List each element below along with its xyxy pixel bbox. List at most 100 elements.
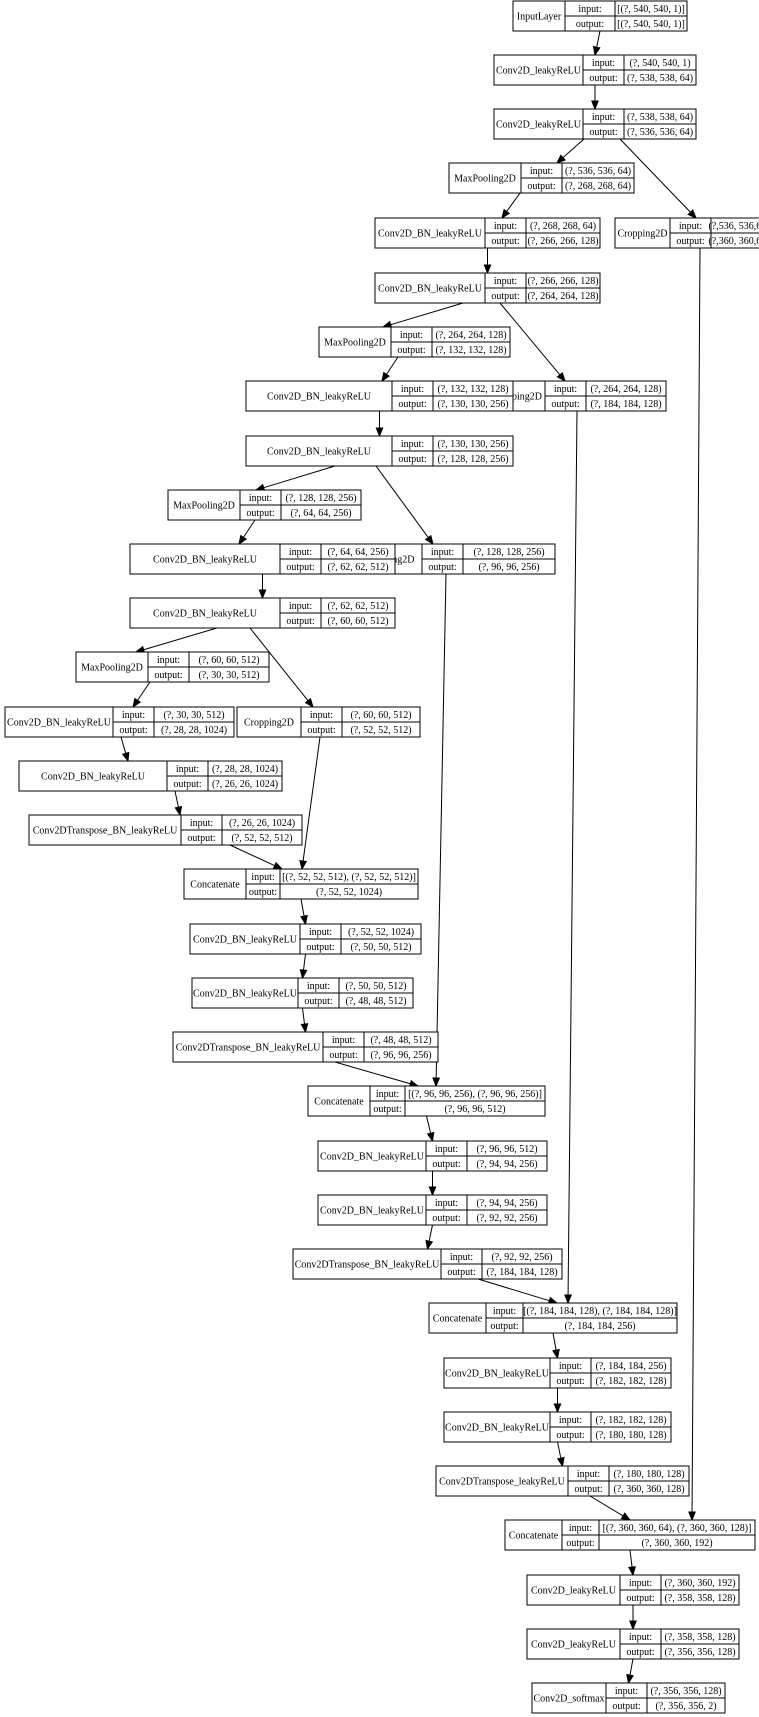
output-shape: (?, 96, 96, 512) — [444, 1104, 505, 1115]
layer-name: Conv2D_softmax — [533, 1694, 604, 1705]
layer-name: Conv2D_BN_leakyReLU — [153, 609, 258, 620]
layer-name: Conv2D_BN_leakyReLU — [153, 555, 258, 566]
edge-n16-n20 — [299, 736, 321, 871]
edge-n15-n17 — [132, 681, 151, 709]
layer-name: Conv2D_leakyReLU — [531, 1586, 617, 1597]
edge-line — [435, 573, 447, 1079]
edge-arrowhead — [174, 805, 183, 817]
input-port-label: input: — [310, 710, 333, 721]
input-shape: (?, 50, 50, 512) — [345, 981, 406, 992]
output-port-label: output: — [556, 1430, 584, 1441]
edge-line — [629, 1549, 633, 1568]
output-port-label: output: — [307, 725, 335, 736]
output-shape: (?, 184, 184, 128) — [590, 399, 661, 410]
output-port-label: output: — [527, 181, 555, 192]
edge-arrowhead — [501, 208, 511, 220]
output-port-label: output: — [551, 399, 579, 410]
output-shape: (?, 264, 264, 128) — [527, 291, 598, 302]
input-shape: (?, 48, 48, 512) — [370, 1035, 431, 1046]
output-shape: (?, 52, 52, 512) — [231, 833, 292, 844]
input-shape: (?, 184, 184, 256) — [595, 1361, 666, 1372]
input-shape: (?, 264, 264, 128) — [590, 384, 661, 395]
edge-n22-n23 — [300, 1007, 309, 1034]
input-shape: (?, 128, 128, 256) — [473, 547, 544, 558]
input-shape: (?, 540, 540, 1) — [629, 58, 690, 69]
input-port-label: input: — [494, 221, 517, 232]
edge-line — [596, 30, 601, 48]
layer-name: Conv2D_BN_leakyReLU — [41, 772, 146, 783]
edge-n14-n16 — [249, 627, 314, 709]
input-port-label: input: — [401, 439, 424, 450]
edge-arrowhead — [424, 534, 434, 546]
edge-line — [506, 192, 521, 212]
output-shape: (?, 182, 182, 128) — [595, 1376, 666, 1387]
output-port-label: output: — [304, 996, 332, 1007]
edge-arrowhead — [428, 1186, 437, 1197]
output-port-label: output: — [612, 1701, 640, 1712]
output-port-label: output: — [154, 670, 182, 681]
edge-line — [300, 898, 305, 917]
edge-arrowhead — [591, 100, 599, 111]
layer-name: Concatenate — [314, 1097, 364, 1108]
output-port-label: output: — [566, 1538, 594, 1549]
output-shape: (?, 360, 360, 128) — [613, 1484, 684, 1495]
input-shape: (?, 182, 182, 128) — [595, 1415, 666, 1426]
input-port-label: input: — [615, 1686, 638, 1697]
edge-line — [302, 736, 321, 862]
edge-line — [174, 790, 179, 808]
output-shape: (?,360, 360,64) — [708, 236, 759, 247]
output-shape: (?, 130, 130, 256) — [437, 399, 508, 410]
edge-line — [120, 736, 127, 754]
input-shape: (?, 62, 62, 512) — [327, 601, 388, 612]
edge-line — [302, 953, 306, 971]
input-shape: (?, 356, 356, 128) — [650, 1686, 721, 1697]
input-shape: (?,536, 536,64) — [708, 221, 759, 232]
output-shape: (?, 30, 30, 512) — [198, 670, 259, 681]
input-port-label: input: — [450, 1252, 473, 1263]
layer-name: Concatenate — [509, 1531, 559, 1542]
edge-line — [691, 247, 701, 1513]
edge-n30-n31 — [556, 1441, 565, 1468]
output-shape: (?, 26, 26, 1024) — [212, 779, 278, 790]
input-port-label: input: — [493, 1306, 516, 1317]
output-port-label: output: — [329, 1050, 357, 1061]
output-port-label: output: — [246, 508, 274, 519]
input-port-label: input: — [554, 384, 577, 395]
input-port-label: input: — [251, 872, 274, 883]
output-shape: (?, 62, 62, 512) — [327, 562, 388, 573]
edge-n6-n8 — [499, 302, 566, 383]
edge-n32-n33 — [628, 1549, 636, 1577]
edge-n12-n24 — [432, 573, 447, 1088]
output-port-label: output: — [306, 942, 334, 953]
input-shape: (?, 64, 64, 256) — [327, 547, 388, 558]
edge-arrowhead — [629, 1620, 637, 1631]
edge-line — [619, 138, 691, 213]
input-shape: (?, 60, 60, 512) — [198, 655, 259, 666]
input-shape: (?, 60, 60, 512) — [350, 710, 411, 721]
input-port-label: input: — [289, 601, 312, 612]
output-port-label: output: — [626, 1593, 654, 1604]
input-shape: (?, 180, 180, 128) — [613, 1469, 684, 1480]
layer-name: Conv2D_leakyReLU — [496, 120, 582, 131]
output-shape: (?, 184, 184, 256) — [564, 1321, 635, 1332]
edge-line — [428, 1224, 433, 1242]
output-port-label: output: — [249, 887, 277, 898]
edge-n28-n29 — [552, 1332, 560, 1360]
input-port-label: input: — [401, 384, 424, 395]
output-port-label: output: — [432, 1159, 460, 1170]
edge-line — [334, 1061, 411, 1085]
edge-line — [629, 1658, 634, 1676]
input-shape: (?, 30, 30, 512) — [163, 710, 224, 721]
